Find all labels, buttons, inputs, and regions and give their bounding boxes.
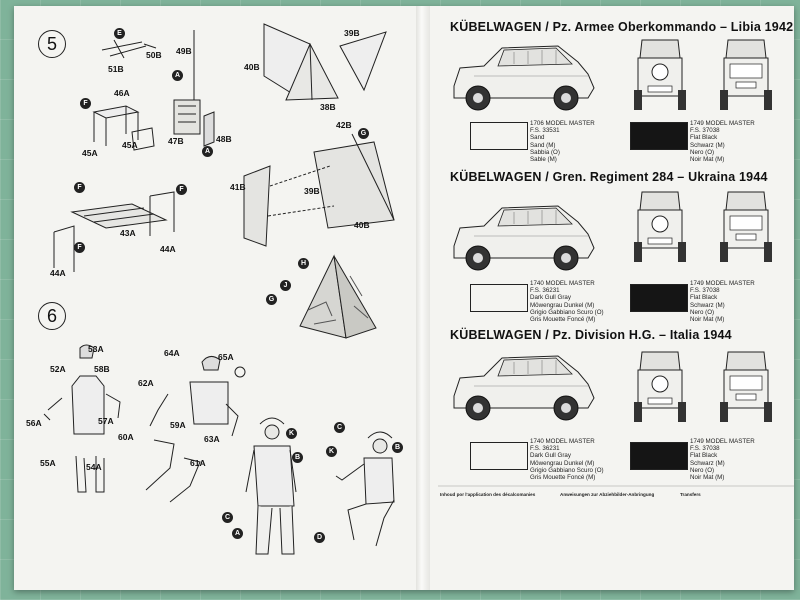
- part-label: 40B: [244, 62, 260, 72]
- paint-info: 1749 MODEL MASTER F.S. 37038 Flat Black …: [690, 280, 755, 324]
- paint-swatch-sand: [470, 122, 528, 150]
- part-label: 54A: [86, 462, 102, 472]
- callout-badge: F: [176, 184, 187, 195]
- part-label: 65A: [218, 352, 234, 362]
- callout-badge: F: [74, 182, 85, 193]
- part-label: 64A: [164, 348, 180, 358]
- part-label: 48B: [216, 134, 232, 144]
- instruction-sheet: 5 6 50B 51B 49B 46A 45A 45A 47B 48B 39B …: [14, 6, 794, 590]
- callout-badge: B: [292, 452, 303, 463]
- callout-badge: C: [222, 512, 233, 523]
- part-label: 51B: [108, 64, 124, 74]
- part-label: 57A: [98, 416, 114, 426]
- part-label: 52A: [50, 364, 66, 374]
- callout-badge: B: [392, 442, 403, 453]
- part-label: 55A: [40, 458, 56, 468]
- callout-badge: A: [202, 146, 213, 157]
- callout-badge: C: [334, 422, 345, 433]
- paint-swatch-black: [630, 284, 688, 312]
- callout-badge: K: [286, 428, 297, 439]
- step-number-6: 6: [38, 302, 66, 330]
- decal-instructions-col3: Transfers: [680, 492, 788, 497]
- assembly-page: 5 6 50B 51B 49B 46A 45A 45A 47B 48B 39B …: [14, 6, 416, 590]
- part-label: 44A: [50, 268, 66, 278]
- instructions-heading: Anweisungen zur Abziehbilder-Anbringung: [560, 492, 655, 497]
- part-label: 41B: [230, 182, 246, 192]
- part-label: 45A: [82, 148, 98, 158]
- paint-info: 1740 MODEL MASTER F.S. 36231 Dark Gull G…: [530, 280, 604, 324]
- paint-info: 1706 MODEL MASTER F.S. 33531 Sand Sand (…: [530, 120, 595, 164]
- paint-info: 1749 MODEL MASTER F.S. 37038 Flat Black …: [690, 120, 755, 164]
- scheme-title: KÜBELWAGEN / Pz. Division H.G. – Italia …: [450, 328, 732, 342]
- callout-badge: D: [314, 532, 325, 543]
- scheme-title: KÜBELWAGEN / Pz. Armee Oberkommando – Li…: [450, 20, 794, 34]
- paint-info: 1740 MODEL MASTER F.S. 36231 Dark Gull G…: [530, 438, 604, 482]
- callout-badge: G: [358, 128, 369, 139]
- scheme-title: KÜBELWAGEN / Gren. Regiment 284 – Ukrain…: [450, 170, 768, 184]
- part-label: 62A: [138, 378, 154, 388]
- paint-info: 1749 MODEL MASTER F.S. 37038 Flat Black …: [690, 438, 755, 482]
- part-label: 47B: [168, 136, 184, 146]
- paint-swatch-black: [630, 442, 688, 470]
- callout-badge: F: [80, 98, 91, 109]
- part-label: 50B: [146, 50, 162, 60]
- part-label: 49B: [176, 46, 192, 56]
- part-label: 61A: [190, 458, 206, 468]
- instructions-heading: Inhoud por l'application des décalcomani…: [440, 492, 536, 497]
- part-label: 40B: [354, 220, 370, 230]
- callout-badge: A: [172, 70, 183, 81]
- part-label: 60A: [118, 432, 134, 442]
- assembly-drawings: [43, 23, 395, 555]
- decal-instructions-col1: Inhoud por l'application des décalcomani…: [440, 492, 548, 497]
- paint-swatch-black: [630, 122, 688, 150]
- part-label: 45A: [122, 140, 138, 150]
- callout-badge: J: [280, 280, 291, 291]
- step-number-5: 5: [38, 30, 66, 58]
- part-label: 44A: [160, 244, 176, 254]
- part-label: 59A: [170, 420, 186, 430]
- instructions-heading: Transfers: [680, 492, 701, 497]
- callout-badge: K: [326, 446, 337, 457]
- callout-badge: H: [298, 258, 309, 269]
- part-label: 56A: [26, 418, 42, 428]
- callout-badge: A: [232, 528, 243, 539]
- callout-badge: F: [74, 242, 85, 253]
- callout-badge: G: [266, 294, 277, 305]
- page-fold: [416, 6, 430, 590]
- paint-swatch-gray: [470, 442, 528, 470]
- part-label: 46A: [114, 88, 130, 98]
- part-label: 63A: [204, 434, 220, 444]
- callout-badge: E: [114, 28, 125, 39]
- part-label: 39B: [304, 186, 320, 196]
- decal-instructions-col2: Anweisungen zur Abziehbilder-Anbringung: [560, 492, 668, 497]
- part-label: 39B: [344, 28, 360, 38]
- part-label: 53A: [88, 344, 104, 354]
- part-label: 38B: [320, 102, 336, 112]
- part-label: 42B: [336, 120, 352, 130]
- part-label: 43A: [120, 228, 136, 238]
- color-schemes-page: KÜBELWAGEN / Pz. Armee Oberkommando – Li…: [430, 6, 794, 590]
- vehicle-views: [438, 39, 794, 487]
- paint-swatch-gray: [470, 284, 528, 312]
- part-label: 58B: [94, 364, 110, 374]
